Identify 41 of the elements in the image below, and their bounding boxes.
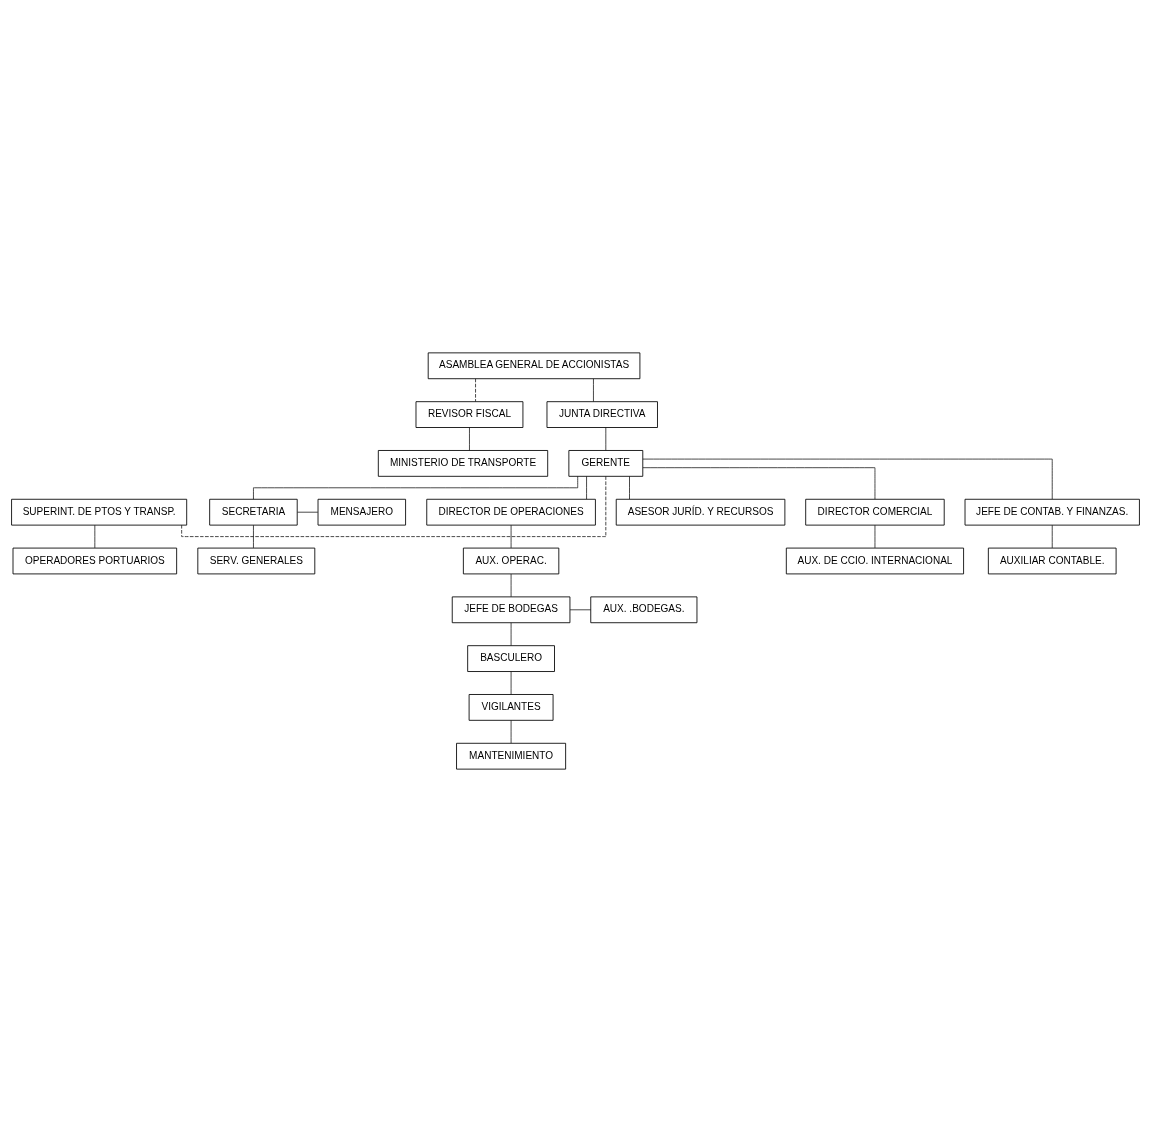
- node-box: REVISOR FISCAL: [415, 401, 524, 428]
- node-box: SECRETARIA: [209, 498, 298, 526]
- node-box: JEFE DE BODEGAS: [451, 596, 571, 624]
- node-box: AUX. .BODEGAS.: [590, 596, 698, 624]
- node-box: MINISTERIO DE TRANSPORTE: [377, 450, 549, 477]
- connector: [94, 524, 96, 549]
- connector: [510, 671, 512, 695]
- node-box: OPERADORES PORTUARIOS: [12, 547, 178, 575]
- connector: [510, 573, 512, 598]
- node-box: ASESOR JURÍD. Y RECURSOS: [615, 498, 786, 526]
- node-box: SERV. GENERALES: [197, 547, 316, 575]
- node-box: VIGILANTES: [468, 694, 554, 721]
- connector: [297, 511, 319, 513]
- connector: [510, 524, 512, 549]
- connector: [586, 476, 587, 500]
- node-box: DIRECTOR COMERCIAL: [805, 498, 945, 526]
- connector: [1051, 524, 1053, 549]
- connector: [569, 609, 592, 611]
- connector: [475, 378, 476, 402]
- node-box: AUXILIAR CONTABLE.: [987, 547, 1117, 575]
- connector: [629, 476, 630, 500]
- node-box: JEFE DE CONTAB. Y FINANZAS.: [964, 498, 1140, 526]
- connector: [642, 467, 876, 500]
- connector: [593, 378, 594, 402]
- connector: [253, 524, 254, 549]
- node-box: DIRECTOR DE OPERACIONES: [426, 498, 596, 526]
- node-box: SUPERINT. DE PTOS Y TRANSP.: [11, 498, 188, 526]
- node-box: AUX. DE CCIO. INTERNACIONAL: [785, 547, 964, 575]
- node-box: JUNTA DIRECTIVA: [546, 401, 658, 428]
- connector: [510, 720, 512, 744]
- connector: [510, 622, 512, 646]
- node-box: BASCULERO: [467, 645, 555, 672]
- connector: [605, 427, 607, 451]
- node-box: ASAMBLEA GENERAL DE ACCIONISTAS: [427, 352, 641, 380]
- node-box: GERENTE: [568, 450, 644, 477]
- connector: [469, 427, 470, 451]
- node-box: AUX. OPERAC.: [462, 547, 560, 575]
- connector: [874, 524, 876, 549]
- node-box: MENSAJERO: [317, 498, 406, 526]
- connector: [642, 458, 1053, 500]
- node-box: MANTENIMIENTO: [456, 742, 567, 770]
